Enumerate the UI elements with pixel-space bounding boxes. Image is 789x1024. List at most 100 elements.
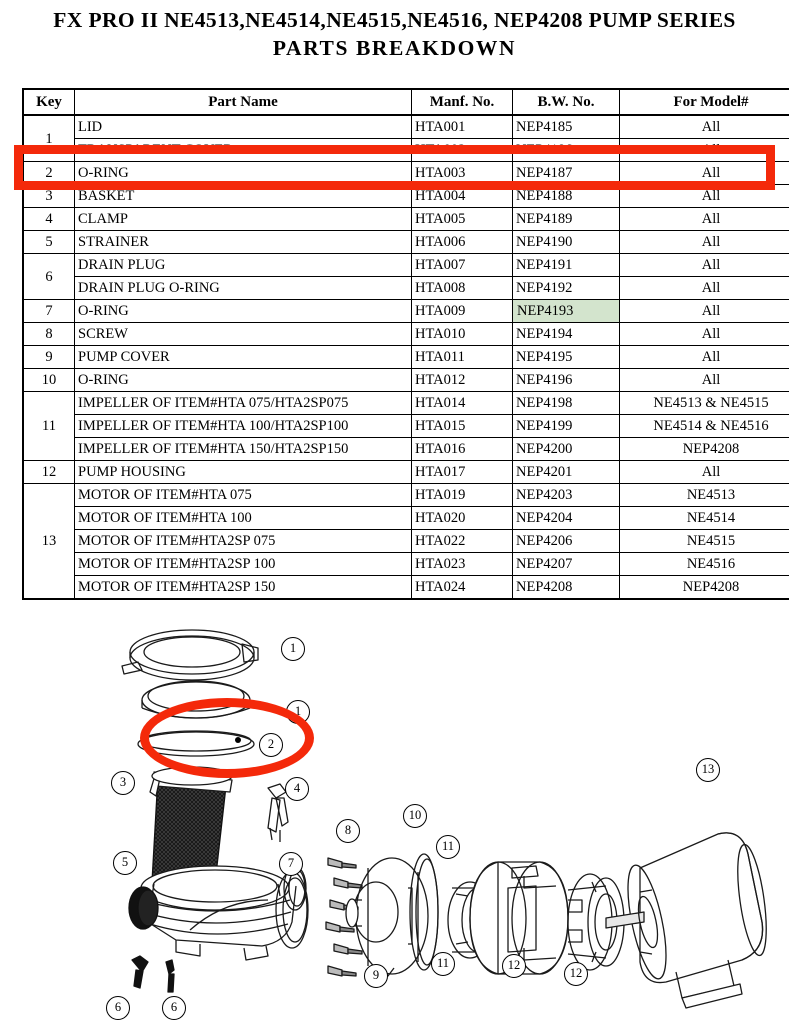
cell-key: 5	[22, 230, 75, 254]
cell-manf-no: HTA012	[411, 368, 513, 392]
cell-bw-no: NEP4208	[512, 575, 620, 600]
cell-key: 13	[22, 483, 75, 600]
cell-for-model: All	[619, 184, 789, 208]
cell-manf-no: HTA005	[411, 207, 513, 231]
cell-for-model: NE4514 & NE4516	[619, 414, 789, 438]
cell-for-model: All	[619, 253, 789, 277]
cell-part-name: PUMP COVER	[74, 345, 412, 369]
cell-key: 12	[22, 460, 75, 484]
diagram-callout-11: 11	[436, 835, 460, 859]
diagram-callout-1: 1	[281, 637, 305, 661]
part-motor-bracket	[469, 861, 583, 975]
cell-bw-no: NEP4198	[512, 391, 620, 415]
cell-for-model: All	[619, 345, 789, 369]
column-header-part-name: Part Name	[74, 88, 412, 116]
cell-for-model: All	[619, 276, 789, 300]
cell-part-name: IMPELLER OF ITEM#HTA 150/HTA2SP150	[74, 437, 412, 461]
cell-key: 7	[22, 299, 75, 323]
cell-manf-no: HTA003	[411, 161, 513, 185]
cell-manf-no: HTA009	[411, 299, 513, 323]
cell-bw-no: NEP4189	[512, 207, 620, 231]
diagram-callout-6: 6	[162, 996, 186, 1020]
cell-part-name: MOTOR OF ITEM#HTA 075	[74, 483, 412, 507]
cell-for-model: NE4513	[619, 483, 789, 507]
cell-part-name: IMPELLER OF ITEM#HTA 075/HTA2SP075	[74, 391, 412, 415]
cell-for-model: NEP4208	[619, 575, 789, 600]
cell-key: 11	[22, 391, 75, 461]
part-oring-key2	[137, 730, 255, 757]
title-line-1: FX PRO II NE4513,NE4514,NE4515,NE4516, N…	[53, 8, 736, 32]
diagram-callout-11: 11	[431, 952, 455, 976]
cell-part-name: DRAIN PLUG	[74, 253, 412, 277]
cell-bw-no: NEP4188	[512, 184, 620, 208]
cell-part-name: O-RING	[74, 161, 412, 185]
diagram-callout-7: 7	[279, 852, 303, 876]
cell-part-name: MOTOR OF ITEM#HTA2SP 100	[74, 552, 412, 576]
cell-bw-no: NEP4201	[512, 460, 620, 484]
cell-manf-no: HTA022	[411, 529, 513, 553]
part-drain-plug-b	[165, 959, 175, 993]
cell-manf-no: HTA007	[411, 253, 513, 277]
cell-for-model: NE4515	[619, 529, 789, 553]
cell-for-model: All	[619, 161, 789, 185]
cell-part-name: O-RING	[74, 368, 412, 392]
cell-for-model: All	[619, 299, 789, 323]
cell-part-name: MOTOR OF ITEM#HTA2SP 075	[74, 529, 412, 553]
part-pump-cover	[345, 857, 429, 977]
cell-manf-no: HTA002	[411, 138, 513, 162]
cell-bw-no-text: NEP4193	[516, 303, 575, 319]
cell-key: 8	[22, 322, 75, 346]
cell-part-name: BASKET	[74, 184, 412, 208]
cell-part-name: IMPELLER OF ITEM#HTA 100/HTA2SP100	[74, 414, 412, 438]
diagram-callout-12: 12	[502, 954, 526, 978]
diagram-callout-5: 5	[113, 851, 137, 875]
page-title: FX PRO II NE4513,NE4514,NE4515,NE4516, N…	[0, 0, 789, 62]
cell-part-name: PUMP HOUSING	[74, 460, 412, 484]
cell-manf-no: HTA016	[411, 437, 513, 461]
table-header: Key Part Name Manf. No. B.W. No. For Mod…	[22, 88, 789, 116]
cell-manf-no: HTA024	[411, 575, 513, 600]
cell-part-name: STRAINER	[74, 230, 412, 254]
cell-bw-no: NEP4190	[512, 230, 620, 254]
cell-bw-no: NEP4207	[512, 552, 620, 576]
cell-manf-no: HTA011	[411, 345, 513, 369]
table-header-row: Key Part Name Manf. No. B.W. No. For Mod…	[22, 88, 789, 116]
cell-bw-no: NEP4203	[512, 483, 620, 507]
diagram-callout-12: 12	[564, 962, 588, 986]
cell-for-model: NEP4208	[619, 437, 789, 461]
diagram-callout-13: 13	[696, 758, 720, 782]
cell-bw-no: NEP4187	[512, 161, 620, 185]
cell-manf-no: HTA020	[411, 506, 513, 530]
cell-bw-no: NEP4193	[512, 299, 620, 323]
cell-key: 9	[22, 345, 75, 369]
diagram-callout-4: 4	[285, 777, 309, 801]
cell-manf-no: HTA015	[411, 414, 513, 438]
cell-bw-no: NEP4206	[512, 529, 620, 553]
cell-manf-no: HTA006	[411, 230, 513, 254]
cell-part-name: SCREW	[74, 322, 412, 346]
cell-key: 3	[22, 184, 75, 208]
cell-for-model: All	[619, 138, 789, 162]
cell-key: 6	[22, 253, 75, 300]
column-header-bw-no: B.W. No.	[512, 88, 620, 116]
cell-part-name: CLAMP	[74, 207, 412, 231]
title-line-2: PARTS BREAKDOWN	[272, 36, 517, 60]
cell-key: 1	[22, 114, 75, 162]
